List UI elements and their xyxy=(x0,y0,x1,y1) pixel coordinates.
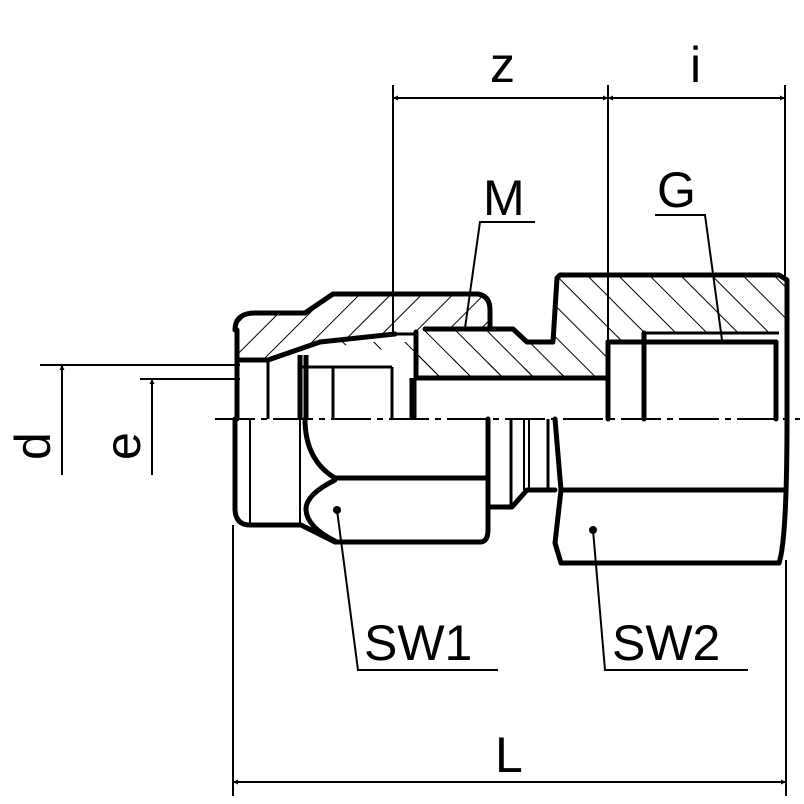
dimension-L xyxy=(232,525,787,796)
label-M: M xyxy=(483,170,525,226)
dimension-z-i xyxy=(392,85,786,342)
label-SW1: SW1 xyxy=(364,615,472,671)
label-i: i xyxy=(690,37,701,93)
dimension-d-e xyxy=(40,364,240,475)
leader-SW2 xyxy=(592,529,748,671)
label-e: e xyxy=(95,432,151,460)
nut-lower xyxy=(232,416,491,545)
label-L: L xyxy=(495,727,523,783)
label-d: d xyxy=(5,432,61,460)
neck xyxy=(487,419,558,510)
body-section-hatch xyxy=(320,272,790,422)
label-SW2: SW2 xyxy=(612,615,720,671)
label-G: G xyxy=(657,162,696,218)
nut-section-hatch xyxy=(232,291,493,363)
leader-M xyxy=(464,221,535,329)
leader-SW1 xyxy=(336,509,498,671)
label-z: z xyxy=(490,37,515,93)
leader-G xyxy=(655,214,723,341)
body-hex-lower xyxy=(552,416,790,566)
upper-bore-lines xyxy=(234,330,779,422)
